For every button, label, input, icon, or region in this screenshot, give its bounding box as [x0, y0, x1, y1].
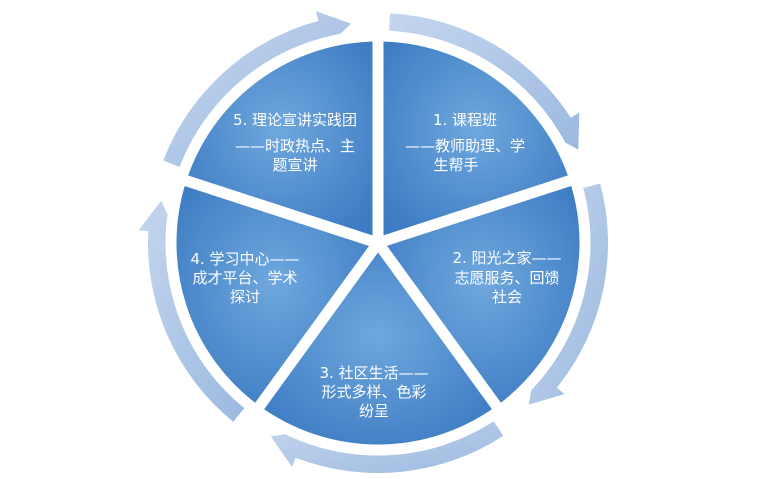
segment-5-title: 5. 理论宣讲实践团 — [233, 111, 357, 129]
segment-3-line-2: 形式多样、色彩 — [321, 383, 426, 401]
segment-4-line-2: 成才平台、学术 — [192, 269, 297, 287]
segment-5-label: 5. 理论宣讲实践团 ——时政热点、主 题宣讲 — [233, 111, 357, 174]
cycle-arrow-5 — [163, 11, 352, 168]
segment-3-title: 3. 社区生活—— — [319, 364, 428, 382]
pie-slice-3 — [250, 237, 506, 456]
segment-5-line-2: ——时政热点、主 — [235, 137, 355, 155]
segment-1-line-2: ——教师助理、学 — [405, 137, 525, 155]
segment-3-label: 3. 社区生活—— 形式多样、色彩 纷呈 — [319, 364, 428, 420]
segment-4-title: 4. 学习中心—— — [190, 250, 299, 268]
segment-2-title: 2. 阳光之家—— — [452, 249, 561, 267]
segment-1-label: 1. 课程班 ——教师助理、学 生帮手 — [405, 111, 525, 174]
cycle-arrow-4 — [138, 200, 245, 422]
segment-4-label: 4. 学习中心—— 成才平台、学术 探讨 — [190, 250, 299, 306]
pie-slice-5 — [175, 30, 384, 249]
pie-slice-2 — [372, 173, 591, 416]
segment-1-title: 1. 课程班 — [433, 111, 497, 129]
segment-4-line-3: 探讨 — [230, 288, 260, 306]
segment-2-line-2: 志愿服务、回馈 — [454, 269, 559, 287]
pie — [165, 30, 591, 456]
segment-2-line-3: 社会 — [492, 288, 522, 306]
segment-2-label: 2. 阳光之家—— 志愿服务、回馈 社会 — [452, 249, 561, 306]
pie-slice-4 — [165, 173, 384, 416]
segment-3-line-3: 纷呈 — [359, 402, 389, 420]
segment-1-line-3: 生帮手 — [433, 156, 478, 174]
cycle-arrow-3 — [270, 420, 504, 474]
segment-5-line-3: 题宣讲 — [272, 156, 317, 174]
